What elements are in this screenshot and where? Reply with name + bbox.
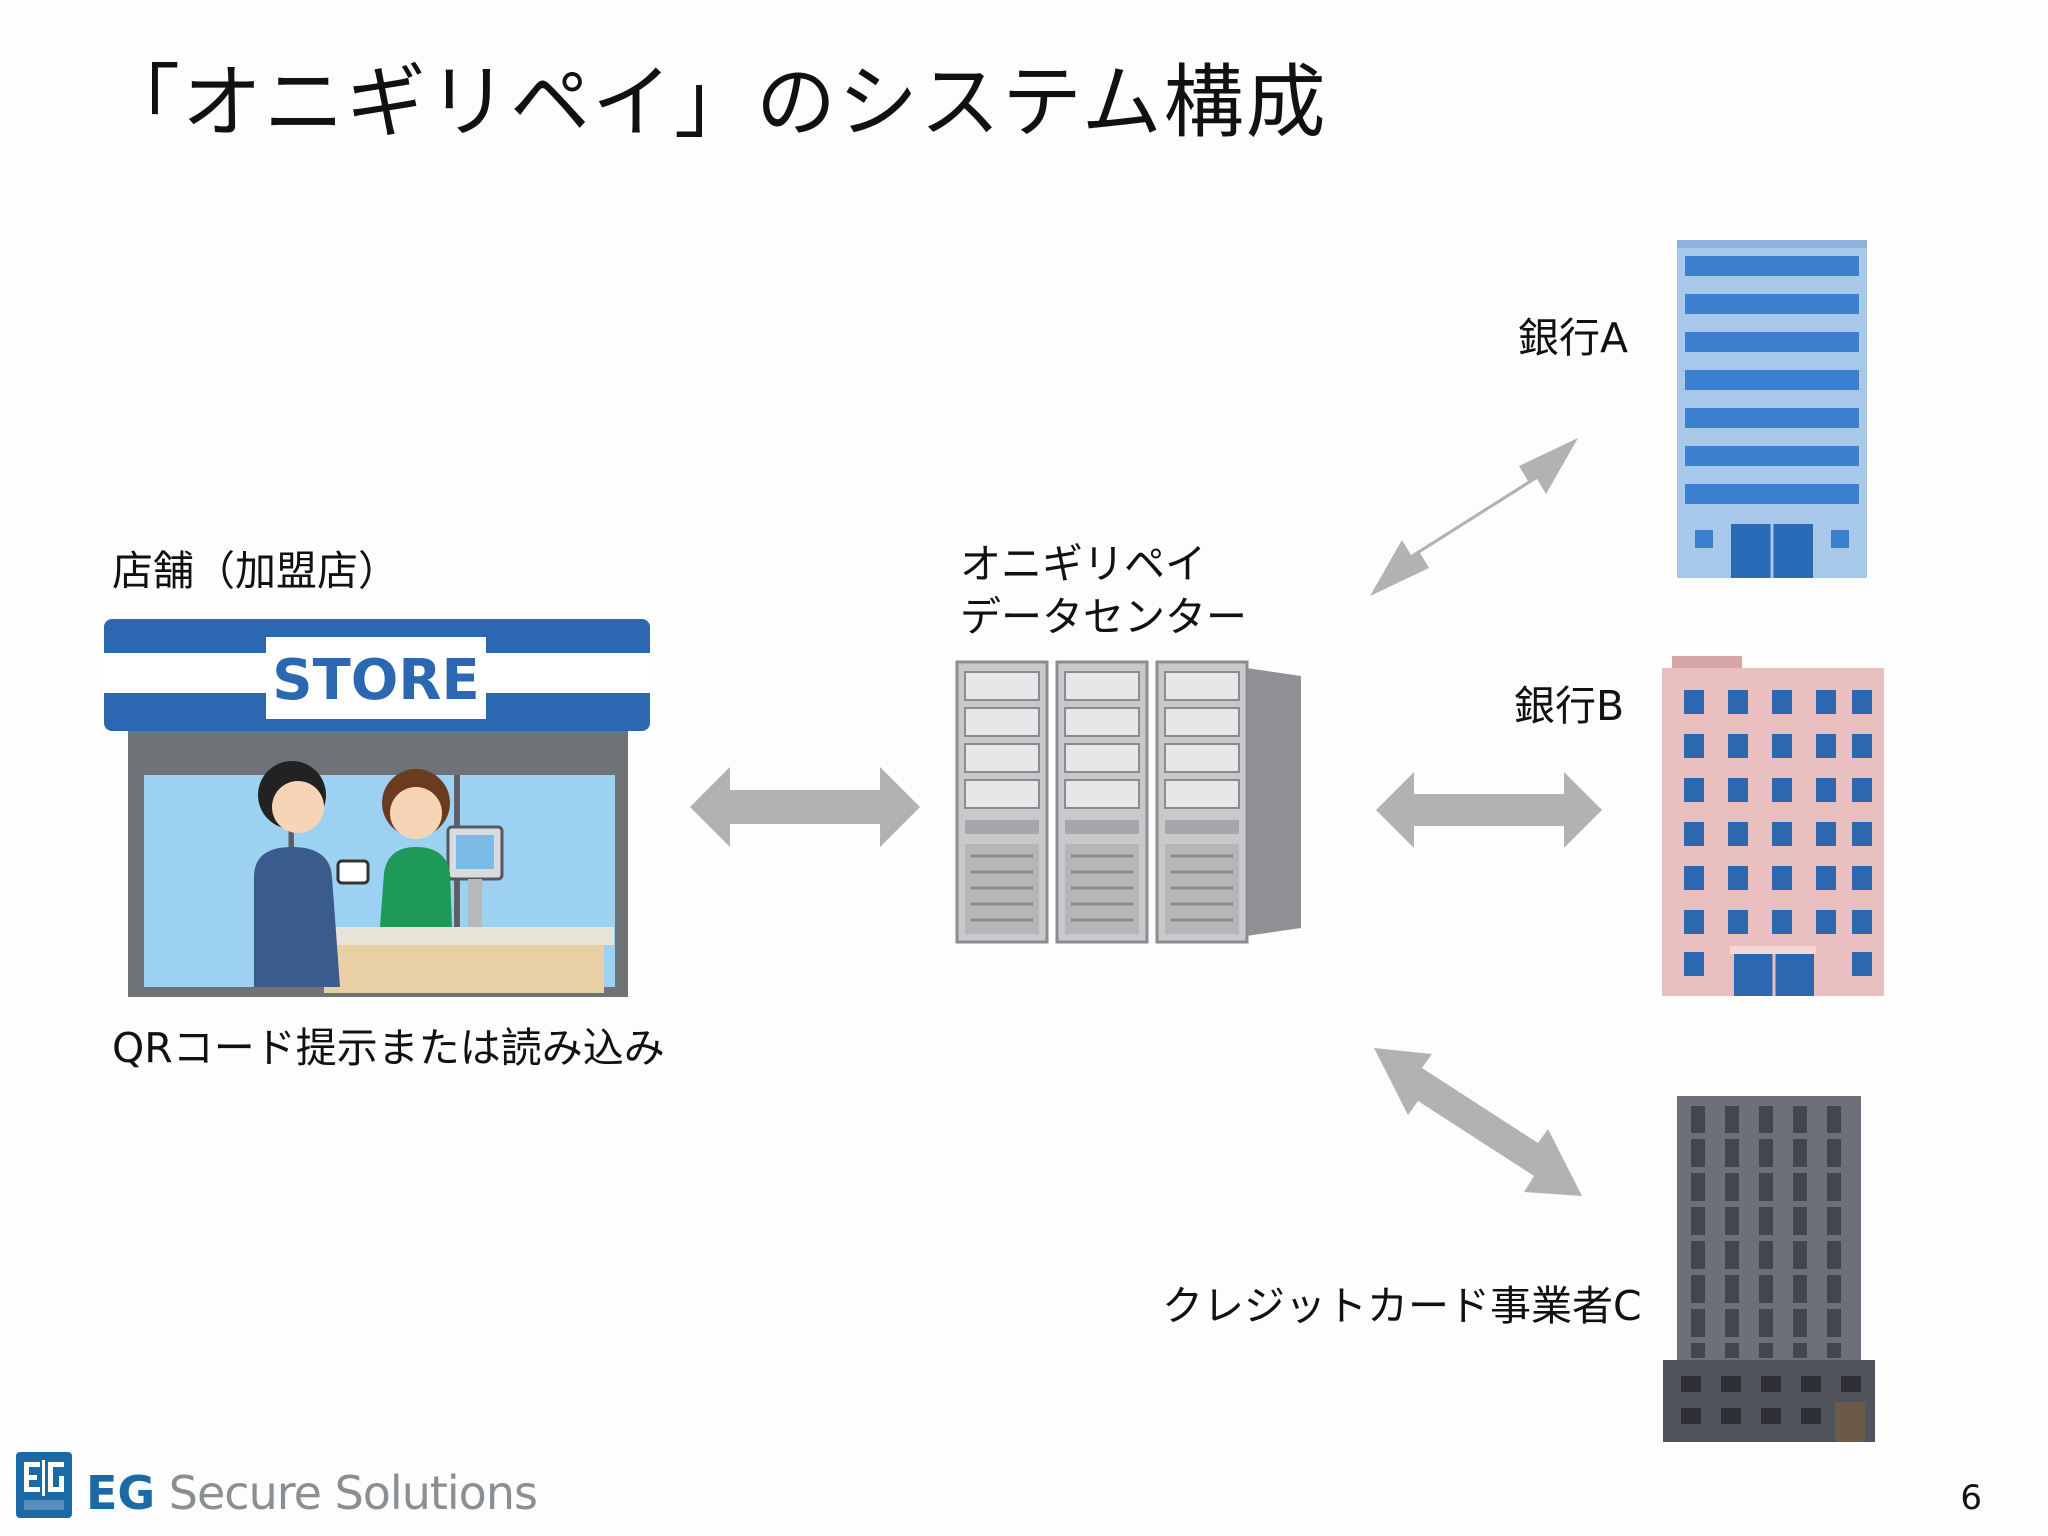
bank-a-label: 銀行A	[1518, 314, 1629, 362]
datacenter-label-line1: オニギリペイ	[960, 540, 1206, 588]
card-company-building	[1663, 1096, 1875, 1442]
store-caption: QRコード提示または読み込み	[112, 1024, 665, 1072]
eg-logo-icon	[16, 1452, 72, 1518]
bank-a-building	[1677, 240, 1867, 578]
arrow-datacenter-bank-b	[1376, 772, 1602, 848]
server-rack-illustration	[955, 660, 1301, 944]
bank-b-building	[1662, 656, 1884, 996]
page-number: 6	[1960, 1478, 1982, 1518]
arrow-store-datacenter	[690, 767, 920, 847]
slide-title: 「オニギリペイ」のシステム構成	[100, 56, 1328, 149]
brand-name-bold: EG	[86, 1466, 156, 1520]
card-company-label: クレジットカード事業者C	[1162, 1282, 1642, 1330]
brand-name-rest: Secure Solutions	[155, 1466, 538, 1520]
store-sign-text: STORE	[272, 648, 480, 713]
store-illustration: STORE	[104, 619, 650, 997]
brand-name: EG Secure Solutions	[86, 1466, 538, 1520]
datacenter-label: オニギリペイ データセンター	[960, 538, 1247, 645]
arrow-datacenter-bank-a	[1370, 438, 1578, 596]
store-label: 店舗（加盟店）	[112, 547, 399, 595]
arrow-datacenter-card-company	[1374, 1048, 1582, 1196]
bank-b-label: 銀行B	[1514, 682, 1625, 730]
datacenter-label-line2: データセンター	[960, 593, 1247, 642]
